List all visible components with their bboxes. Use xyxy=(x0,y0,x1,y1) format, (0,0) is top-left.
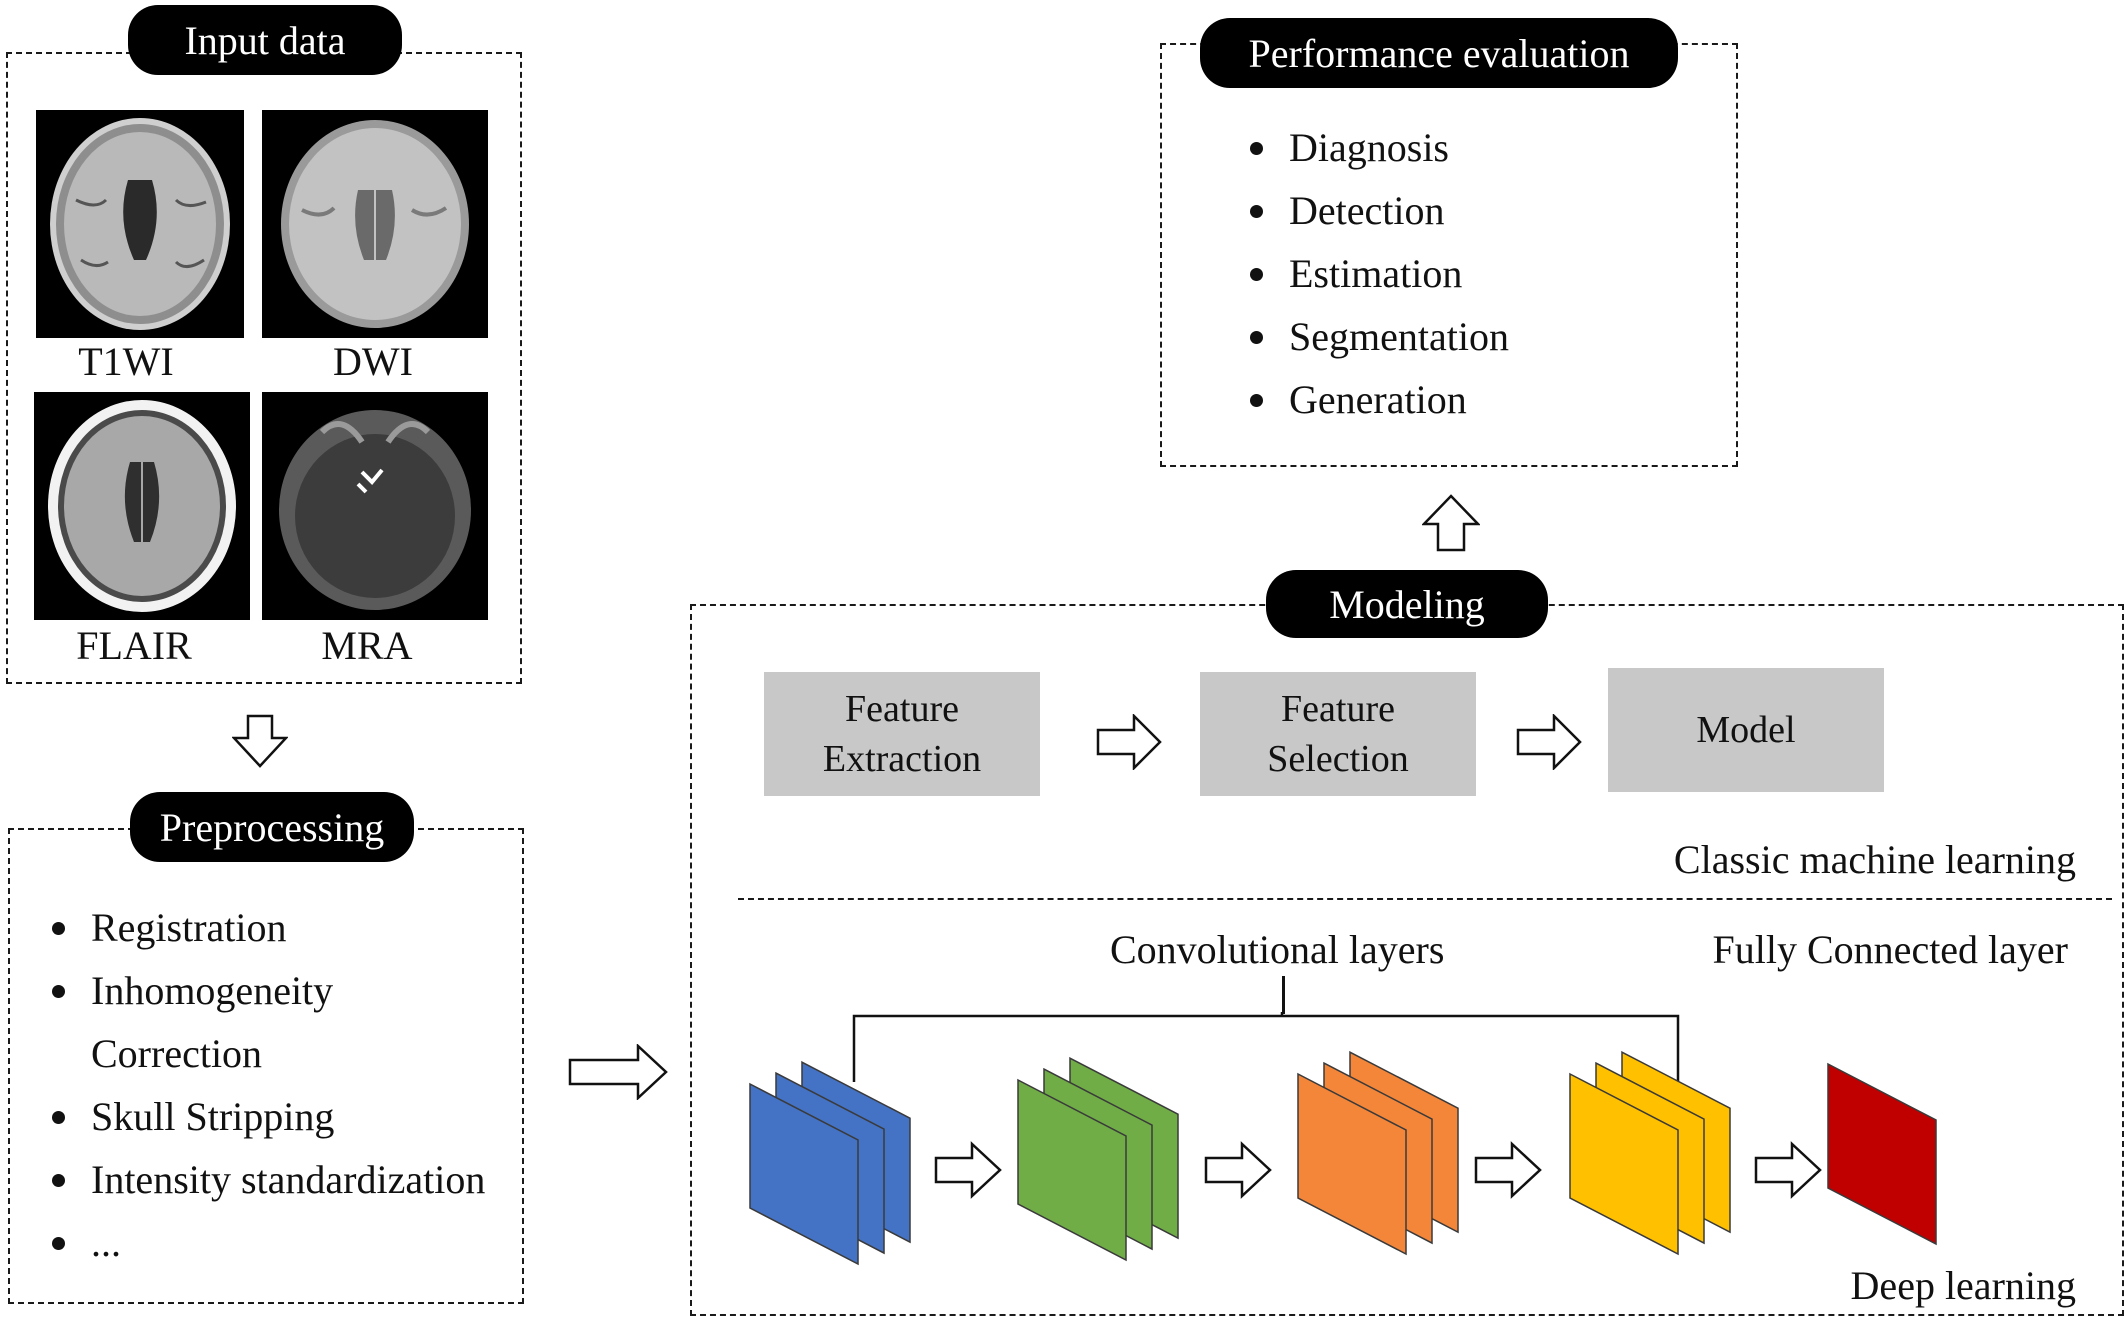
feature-selection-line1: Feature xyxy=(1281,688,1395,730)
list-item: ... xyxy=(48,1211,485,1274)
list-item: Segmentation xyxy=(1246,305,1509,368)
list-item: Skull Stripping xyxy=(48,1085,485,1148)
model-label: Model xyxy=(1696,709,1796,751)
preprocessing-list: Registration Inhomogeneity Correction Sk… xyxy=(48,896,485,1274)
feature-selection-line2: Selection xyxy=(1267,738,1409,780)
fc-layer-label: Fully Connected layer xyxy=(1712,927,2068,972)
mri-t1wi-label: T1WI xyxy=(78,339,174,384)
layer-sheet xyxy=(749,1082,859,1266)
model-box: Model xyxy=(1608,668,1884,792)
deep-learning-label: Deep learning xyxy=(1850,1263,2076,1308)
performance-title: Performance evaluation xyxy=(1200,18,1678,88)
list-item: Diagnosis xyxy=(1246,116,1509,179)
performance-list: Diagnosis Detection Estimation Segmentat… xyxy=(1246,116,1509,431)
list-item: Estimation xyxy=(1246,242,1509,305)
mri-dwi-label: DWI xyxy=(333,339,413,384)
arrow-right-icon xyxy=(1516,714,1582,770)
layer-sheet xyxy=(1569,1072,1679,1256)
mri-dwi-icon xyxy=(262,110,488,338)
arrow-right-icon xyxy=(568,1044,668,1100)
arrow-right-icon xyxy=(1204,1141,1272,1199)
modeling-divider xyxy=(738,898,2112,900)
arrow-right-icon xyxy=(1096,714,1162,770)
input-data-title: Input data xyxy=(128,5,402,75)
list-item: Generation xyxy=(1246,368,1509,431)
list-item: Registration xyxy=(48,896,485,959)
feature-extraction-line1: Feature xyxy=(845,688,959,730)
arrow-right-icon xyxy=(1754,1141,1822,1199)
list-item: Detection xyxy=(1246,179,1509,242)
arrow-right-icon xyxy=(1474,1141,1542,1199)
mri-t1wi-icon xyxy=(36,110,244,338)
feature-extraction-line2: Extraction xyxy=(822,738,982,780)
mri-mra-label: MRA xyxy=(321,623,413,668)
layer-sheet xyxy=(1827,1062,1937,1246)
arrow-down-icon xyxy=(232,714,288,768)
arrow-right-icon xyxy=(934,1141,1002,1199)
mri-flair-label: FLAIR xyxy=(76,623,192,668)
list-item: Intensity standardization xyxy=(48,1148,485,1211)
mri-flair-icon xyxy=(34,392,250,620)
conv-bracket xyxy=(852,1012,1680,1082)
preprocessing-title: Preprocessing xyxy=(130,792,414,862)
list-item: Inhomogeneity xyxy=(48,959,485,1022)
conv-bracket-stem xyxy=(1282,976,1285,1014)
list-item: Correction xyxy=(91,1031,263,1076)
classic-ml-label: Classic machine learning xyxy=(1673,837,2076,882)
layer-sheet xyxy=(1297,1072,1407,1256)
arrow-up-icon xyxy=(1422,494,1480,552)
modeling-title: Modeling xyxy=(1266,570,1548,638)
layer-sheet xyxy=(1017,1078,1127,1262)
conv-layers-label: Convolutional layers xyxy=(1110,927,1445,972)
mri-mra-icon xyxy=(262,392,488,620)
